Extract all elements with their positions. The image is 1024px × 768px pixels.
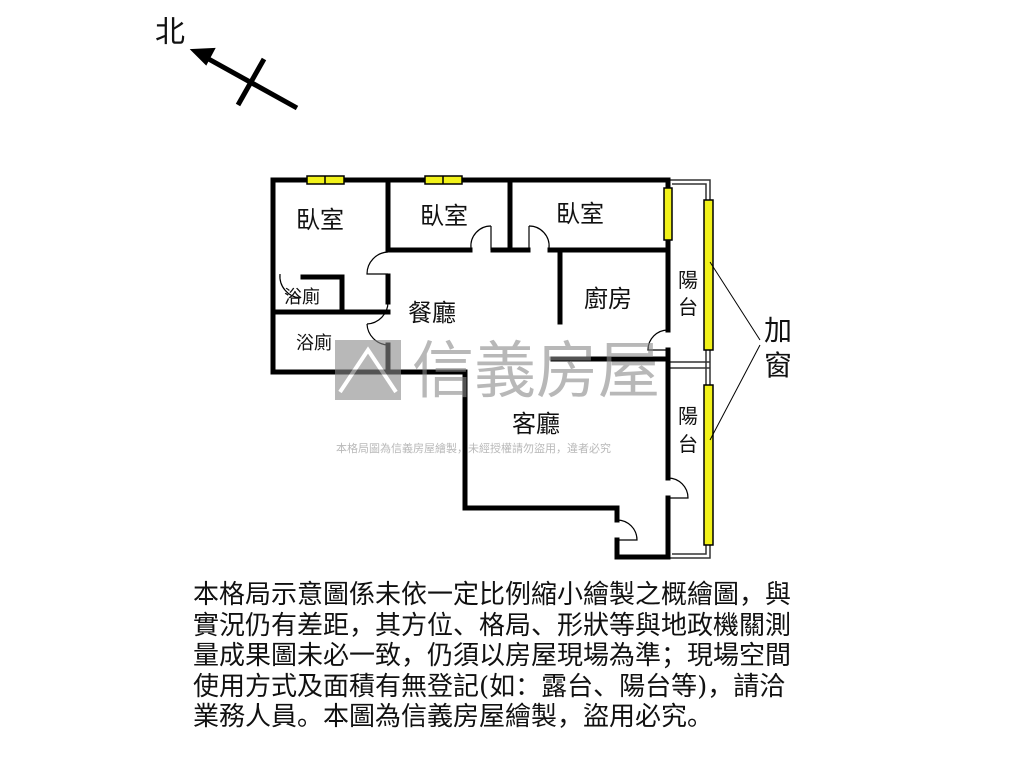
compass-label: 北 [155,15,185,50]
windows [306,175,714,546]
annotation-label-b: 窗 [764,349,792,382]
room-label-bedroom-1: 臥室 [296,206,344,234]
balcony-outline [668,179,711,559]
room-label-balcony-2-a: 陽 [678,404,698,428]
disclaimer-line: 實況仍有差距，其方位、格局、形狀等與地政機關測 [193,610,792,641]
disclaimer: 本格局示意圖係未依一定比例縮小繪製之概繪圖，與 實況仍有差距，其方位、格局、形狀… [193,580,893,733]
watermark-brand: 信義房屋 [412,334,660,407]
disclaimer-line: 量成果圖未必一致，仍須以房屋現場為準；現場空間 [193,641,792,671]
room-label-bathroom-1: 浴廁 [284,286,320,308]
watermark: 信義房屋 本格局圖為信義房屋繪製，未經授權請勿盜用，違者必究 [335,334,660,455]
room-label-living: 客廳 [512,410,560,438]
room-label-kitchen: 廚房 [584,285,632,313]
room-label-balcony-2-b: 台 [678,432,698,456]
room-label-bedroom-2: 臥室 [420,202,468,230]
north-arrow-icon [189,47,299,111]
room-label-bedroom-3: 臥室 [556,200,604,228]
annotation-label-a: 加 [764,314,792,347]
door-swings [279,225,689,541]
room-label-dining: 餐廳 [408,299,456,327]
room-label-balcony-1-b: 台 [678,295,698,319]
disclaimer-line: 使用方式及面積有無登記(如：露台、陽台等)，請洽 [193,671,786,702]
room-label-bathroom-2: 浴廁 [296,332,332,354]
disclaimer-line: 業務人員。本圖為信義房屋繪製，盜用必究。 [193,702,714,732]
disclaimer-line: 本格局示意圖係未依一定比例縮小繪製之概繪圖，與 [193,580,792,610]
walls [270,177,671,560]
annotation-leader-lines [709,261,761,441]
room-label-balcony-1-a: 陽 [678,268,698,292]
watermark-notice: 本格局圖為信義房屋繪製，未經授權請勿盜用，違者必究 [336,441,611,455]
